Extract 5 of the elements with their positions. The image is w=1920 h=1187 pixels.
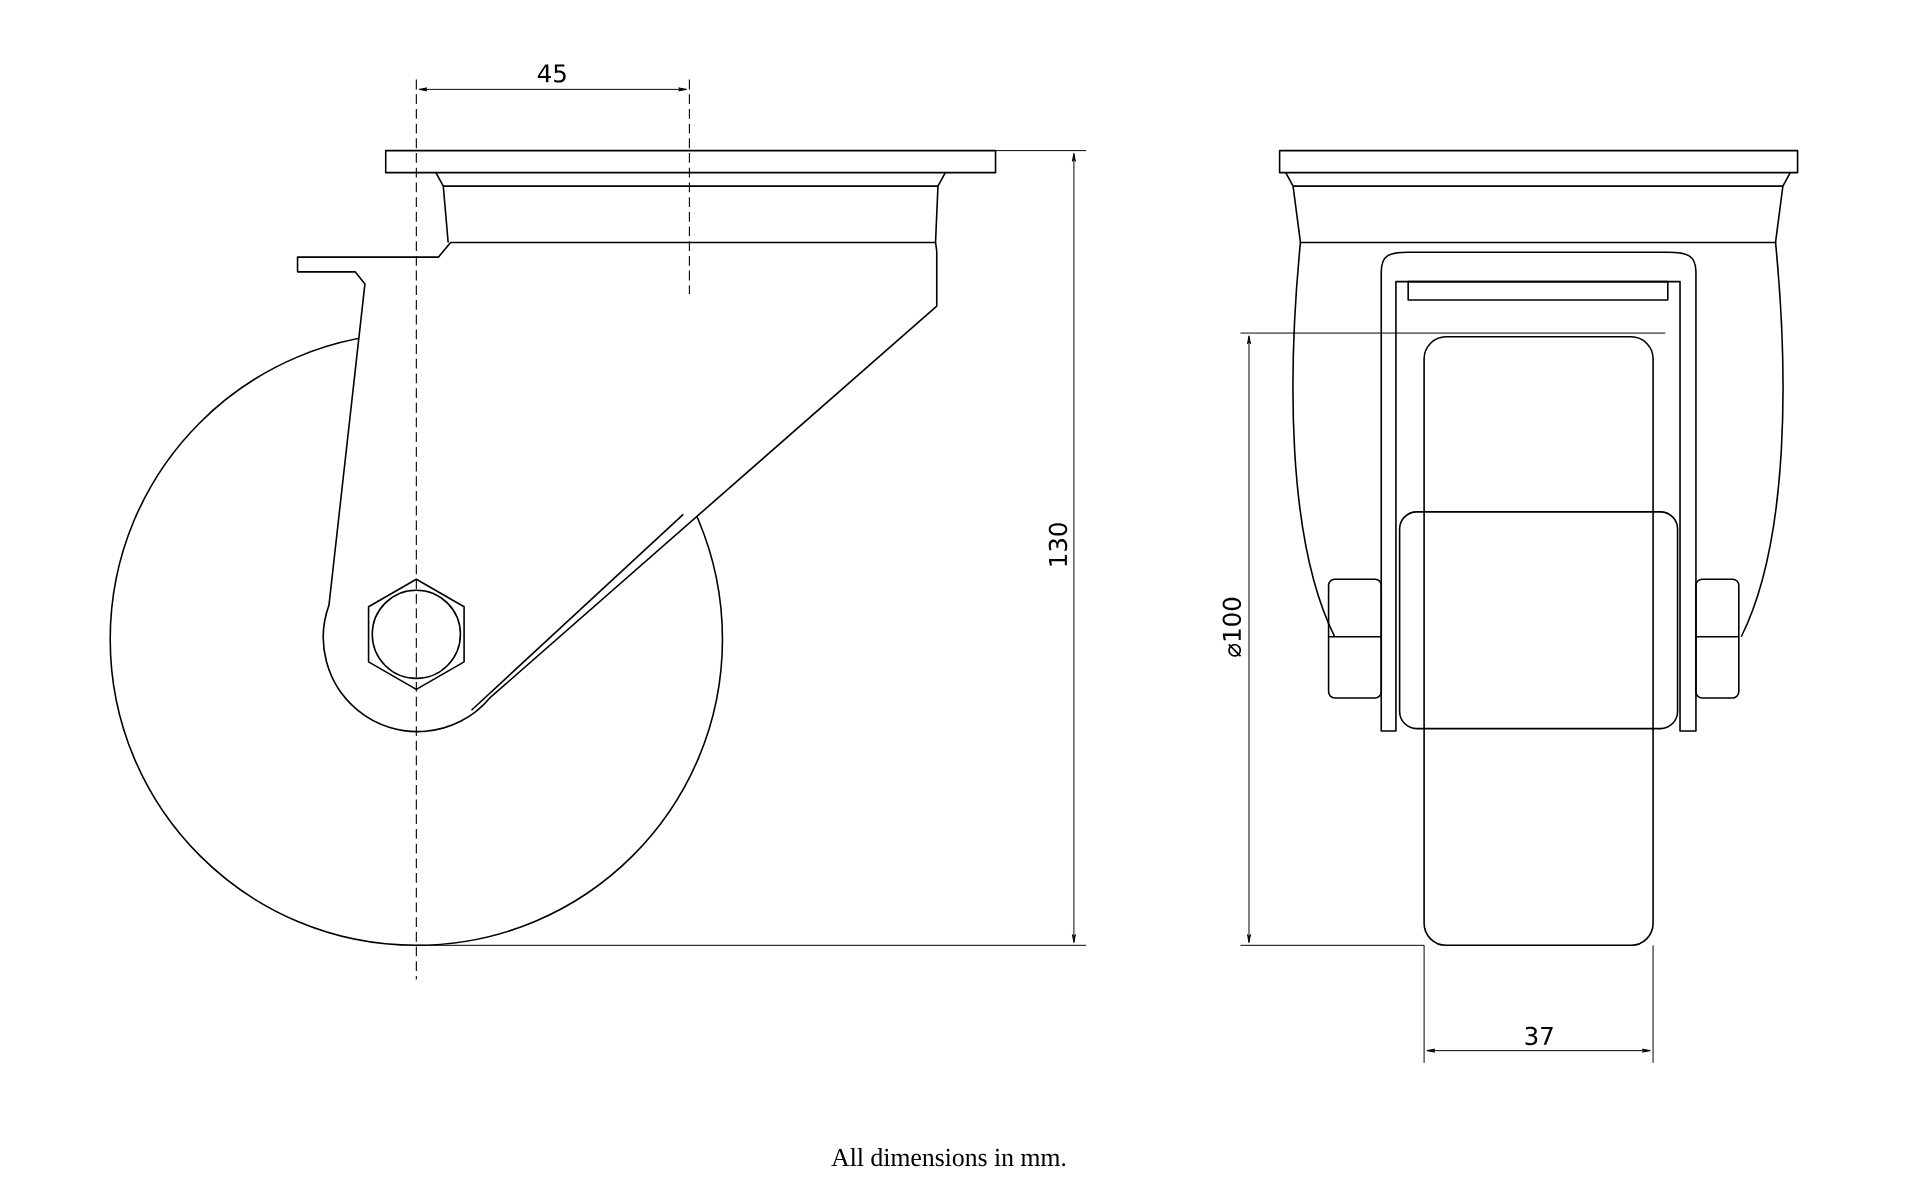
dimension-label: ⌀100 — [1222, 598, 1242, 658]
dimension-label: 130 — [1048, 523, 1068, 566]
dimension-label: 37 — [1525, 1026, 1553, 1046]
dimension-label: 45 — [537, 64, 566, 83]
caption: All dimensions in mm. — [831, 1148, 1066, 1167]
